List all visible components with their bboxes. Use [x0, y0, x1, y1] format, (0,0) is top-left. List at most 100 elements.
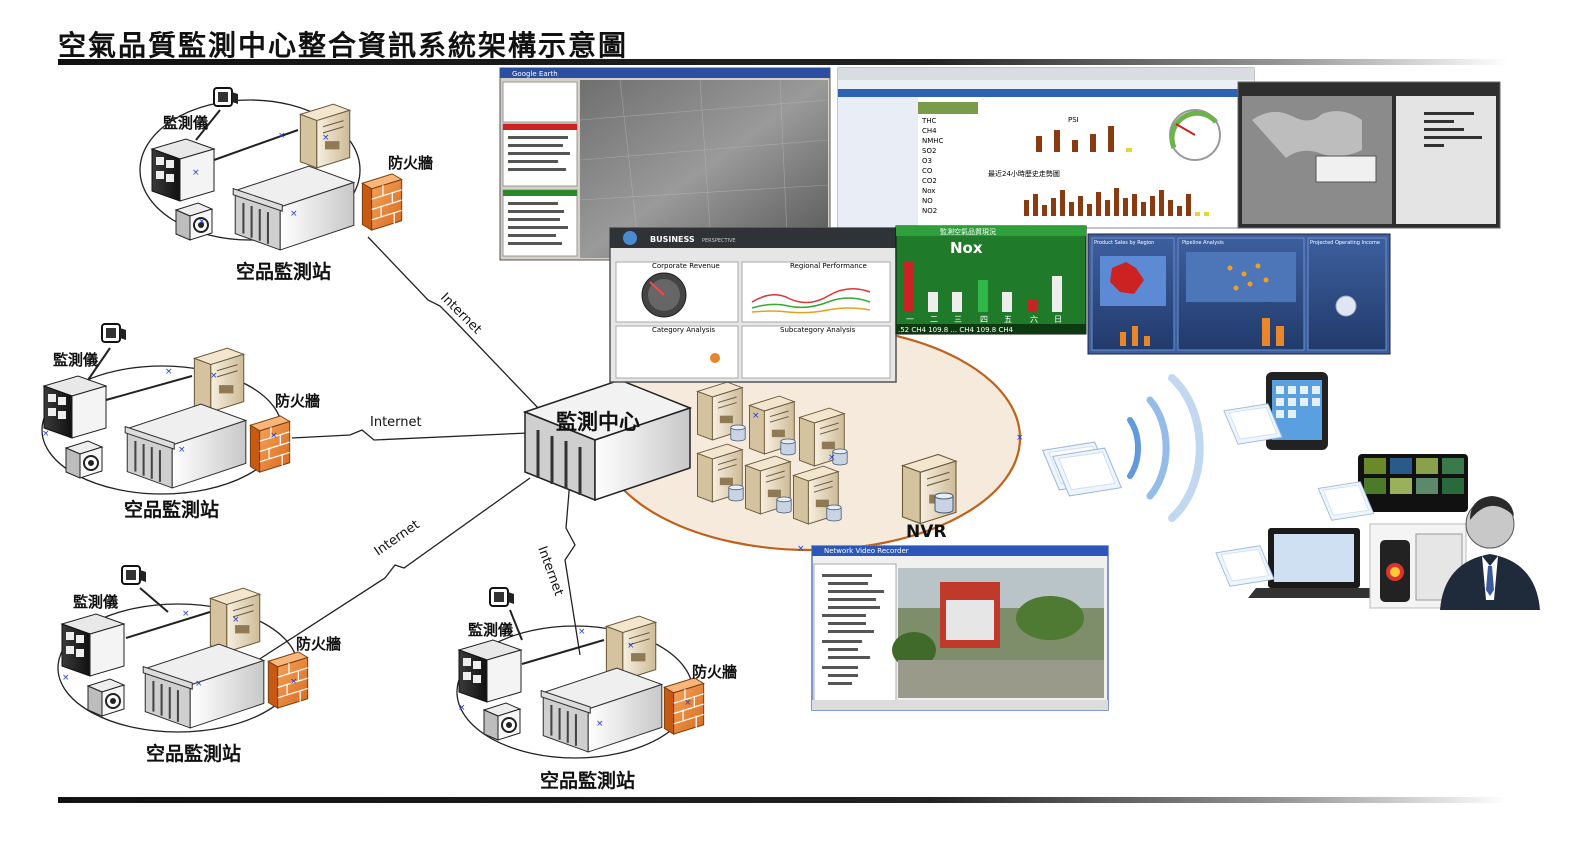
nox-axis-label: 六 — [1030, 314, 1038, 324]
station-2 — [41, 323, 291, 495]
pollutant-item: CH4 — [922, 127, 937, 135]
nox-axis-label: 二 — [930, 315, 938, 324]
bottom-rule — [58, 797, 1508, 803]
svg-text:×: × — [62, 673, 70, 683]
monitoring-center-building — [522, 379, 693, 502]
history-bars — [1024, 188, 1209, 216]
svg-text:×: × — [684, 698, 692, 708]
link4-label: Internet — [534, 544, 566, 598]
nox-axis-label: 日 — [1054, 315, 1062, 324]
station1-firewall-label: 防火牆 — [388, 154, 433, 172]
link3-label: Internet — [372, 517, 423, 559]
svg-text:×: × — [165, 367, 173, 377]
svg-text:×: × — [178, 445, 186, 455]
station2-station-label: 空品監測站 — [124, 498, 219, 521]
nvr-app-title: Network Video Recorder — [824, 547, 909, 555]
photo-frame-device — [1358, 454, 1468, 512]
station4-firewall-label: 防火牆 — [692, 663, 737, 681]
nox-title: Nox — [950, 239, 983, 257]
nvr-label: NVR — [906, 522, 946, 542]
station4-monitor-label: 監測儀 — [468, 621, 513, 639]
svg-text:×: × — [195, 679, 203, 689]
nox-axis-label: 三 — [954, 315, 962, 324]
svg-text:×: × — [578, 627, 586, 637]
screenshot-nox: 監測空氣品質現況 Nox 一 二 三 四 五 六 日 .52 CH4 109.8… — [895, 225, 1087, 335]
link1-label: Internet — [437, 290, 484, 337]
pollutant-item: O3 — [922, 157, 932, 165]
svg-text:×: × — [278, 131, 286, 141]
psi-label: PSI — [1068, 116, 1079, 124]
link-markers: ××××× ××××× ××××× ××××× ×××× — [42, 131, 1024, 729]
station3-firewall-label: 防火牆 — [296, 635, 341, 653]
history-label: 最近24小時歷史走勢圖 — [988, 169, 1060, 178]
screenshot-google-earth: Google Earth — [499, 67, 831, 261]
link2-label: Internet — [370, 415, 422, 430]
nox-bars — [904, 262, 1062, 312]
tablet-device — [1266, 372, 1328, 450]
nox-axis-label: 四 — [980, 315, 988, 324]
station3-station-label: 空品監測站 — [146, 742, 241, 765]
svg-text:×: × — [627, 641, 635, 651]
svg-text:×: × — [1016, 433, 1024, 443]
pollutant-item: CO2 — [922, 177, 937, 185]
svg-text:×: × — [797, 544, 805, 554]
business-panel-2: Regional Performance — [790, 262, 867, 270]
svg-text:×: × — [290, 209, 298, 219]
screenshot-sales: Product Sales by Region Pipeline Analysi… — [1087, 233, 1391, 355]
nox-axis: 一 二 三 四 五 六 日 — [906, 314, 1062, 324]
station1-station-label: 空品監測站 — [236, 260, 331, 283]
nvr-server — [901, 453, 957, 525]
station3-monitor-label: 監測儀 — [73, 593, 118, 611]
svg-text:×: × — [192, 168, 200, 178]
svg-text:×: × — [596, 719, 604, 729]
station-1 — [139, 87, 403, 251]
pollutant-item: Nox — [922, 187, 935, 195]
center-label: 監測中心 — [556, 410, 640, 434]
station4-station-label: 空品監測站 — [540, 769, 635, 792]
business-brand: BUSINESS — [650, 235, 695, 244]
nox-axis-label: 一 — [906, 315, 914, 324]
pollutant-item: SO2 — [922, 147, 936, 155]
station-3 — [57, 565, 309, 733]
station2-monitor-label: 監測儀 — [53, 351, 98, 369]
screenshot-nvr-app: Network Video Recorder — [811, 545, 1109, 711]
station1-monitor-label: 監測儀 — [163, 114, 208, 132]
pollutant-item: NO2 — [922, 207, 937, 215]
svg-text:×: × — [232, 615, 240, 625]
station-4 — [456, 587, 705, 759]
station2-firewall-label: 防火牆 — [275, 392, 320, 410]
pollutant-list: THC CH4 NMHC SO2 O3 CO CO2 Nox NO NO2 — [921, 117, 944, 215]
sales-panel-3: Projected Operating Income — [1310, 240, 1380, 246]
svg-text:×: × — [42, 429, 50, 439]
nox-ticker: .52 CH4 109.8 ... CH4 109.8 CH4 — [898, 326, 1014, 334]
nox-header: 監測空氣品質現況 — [940, 227, 996, 236]
svg-text:×: × — [198, 217, 206, 227]
sales-panel-2: Pipeline Analysis — [1182, 240, 1224, 246]
pollutant-item: NMHC — [922, 137, 944, 145]
screenshot-map-dashboard — [1237, 81, 1501, 229]
title-rule — [58, 59, 1508, 65]
psi-bars — [1036, 126, 1132, 152]
screenshot-monitor-web: THC CH4 NMHC SO2 O3 CO CO2 Nox NO NO2 PS… — [837, 67, 1255, 229]
google-earth-title: Google Earth — [512, 70, 558, 78]
nox-axis-label: 五 — [1004, 315, 1012, 324]
svg-text:×: × — [752, 411, 760, 421]
svg-text:×: × — [458, 703, 466, 713]
business-panel-3: Category Analysis — [652, 326, 715, 334]
link-station1 — [367, 236, 541, 411]
business-panel-4: Subcategory Analysis — [780, 326, 856, 334]
sales-panel-1: Product Sales by Region — [1094, 240, 1154, 246]
screenshot-business: BUSINESS PERSPECTIVE Corporate Revenue R… — [609, 227, 897, 383]
wifi-icon — [1127, 374, 1204, 522]
link-station4 — [564, 479, 581, 656]
pollutant-item: NO — [922, 197, 933, 205]
svg-text:×: × — [270, 431, 278, 441]
business-panel-1: Corporate Revenue — [652, 262, 720, 270]
business-brand-sub: PERSPECTIVE — [702, 238, 736, 244]
svg-text:×: × — [290, 677, 298, 687]
link-station3 — [254, 477, 531, 663]
laptop-device — [1248, 528, 1380, 598]
pollutant-item: CO — [922, 167, 933, 175]
pollutant-item: THC — [921, 117, 937, 125]
